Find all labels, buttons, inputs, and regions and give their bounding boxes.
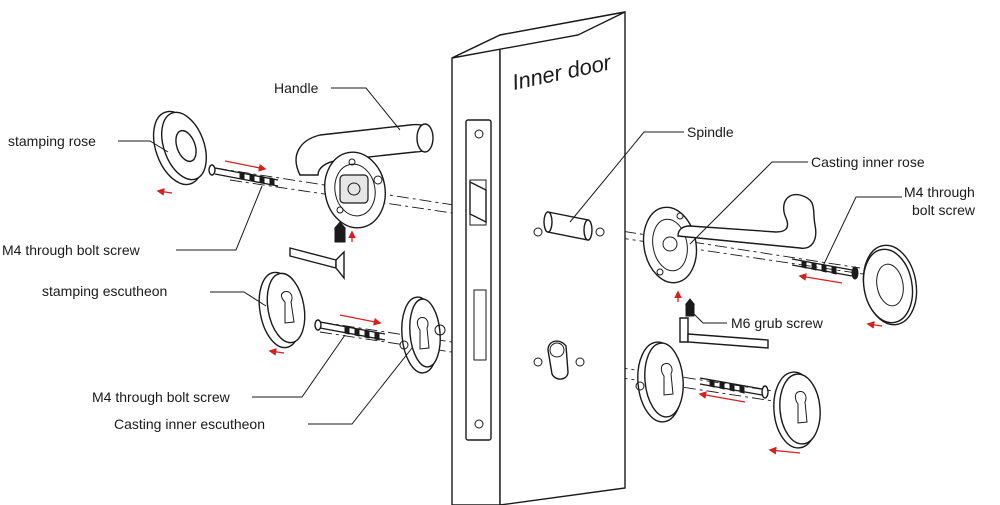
label-m4-bolt-right-line1: M4 through [904,184,975,200]
label-casting-inner-rose: Casting inner rose [811,154,925,170]
leader-lines [118,87,902,425]
grub-screw-left [333,221,356,243]
bolt-screw-upper-left [208,160,279,187]
handle-left [295,123,434,229]
casting-inner-escutheon-left [399,296,446,374]
spindle [533,211,605,241]
allen-key-right [679,317,769,349]
casting-inner-escutheon-right [635,341,684,423]
stamping-rose-left [152,110,207,196]
label-handle: Handle [274,80,319,96]
bolt-screw-lower-right [698,377,769,403]
euro-cylinder [533,340,585,380]
label-m4-bolt-right-line2: bolt screw [912,202,976,218]
grub-screw-right [674,290,696,317]
label-m6-grub-screw: M6 grub screw [731,315,824,331]
label-spindle: Spindle [687,124,734,140]
stamping-rose-right [862,244,918,329]
bolt-screw-lower-left [314,314,386,341]
casting-inner-rose-right [642,206,698,284]
stamping-escutheon-right [768,371,821,455]
label-m4-bolt-upper-left: M4 through bolt screw [2,242,141,258]
handle-right [677,193,817,249]
label-m4-bolt-lower-left: M4 through bolt screw [92,389,231,405]
label-stamping-rose: stamping rose [8,133,96,149]
bolt-screw-right [791,258,859,284]
allen-key-left [289,247,345,280]
inner-door [451,11,626,505]
stamping-escutheon-left [258,271,306,356]
label-casting-inner-escutheon: Casting inner escutheon [114,416,265,432]
label-stamping-escutheon: stamping escutheon [42,283,167,299]
